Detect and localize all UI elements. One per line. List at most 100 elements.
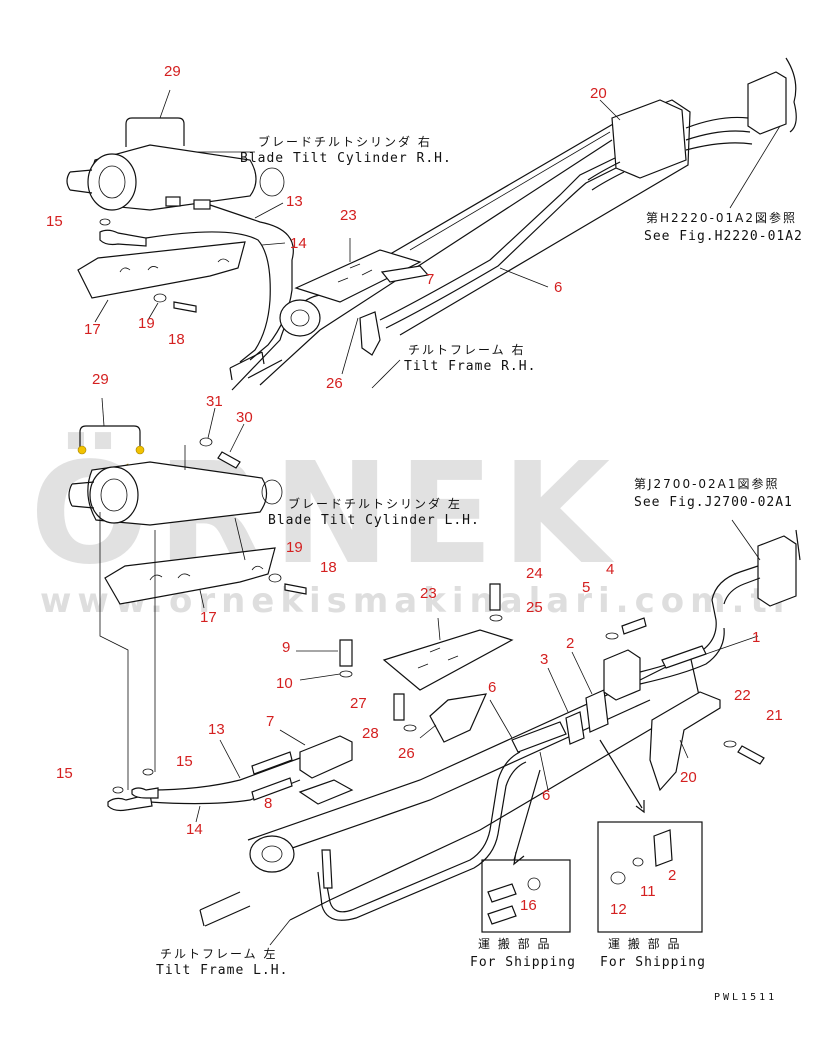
pipe-6a: [379, 157, 616, 321]
label-blade-tilt-lh-en: Blade Tilt Cylinder L.H.: [268, 513, 480, 528]
label-blade-tilt-rh-jp: ブレードチルトシリンダ 右: [258, 134, 432, 149]
washer-10: [339, 670, 353, 678]
lh-handle-foot-right: [135, 445, 145, 455]
leader-frame-rh: [371, 359, 401, 389]
rh-rod: [66, 169, 93, 194]
lh-pipe-fittings: [511, 721, 567, 753]
drawing-code: PWL1511: [714, 992, 777, 1003]
part-number-26b: 26: [398, 745, 415, 762]
part-number-9: 9: [282, 639, 290, 656]
part-number-20b: 20: [680, 769, 697, 786]
text-labels: ブレードチルトシリンダ 右 Blade Tilt Cylinder R.H. チ…: [156, 134, 803, 1003]
leader-lh-a: [99, 512, 129, 790]
part-number-15c: 15: [56, 765, 73, 782]
part-number-28: 28: [362, 725, 379, 742]
leader-2a: [571, 651, 593, 695]
rh-block-7: [380, 265, 430, 283]
leader-17b: [199, 589, 205, 609]
rh-cylinder-eye: [259, 167, 285, 197]
leader-13a: [254, 202, 284, 219]
washer-31: [199, 437, 213, 447]
lh-bracket-26: [429, 693, 487, 743]
part-number-29a: 29: [164, 63, 181, 80]
shipping-box-1: [481, 859, 571, 933]
lh-valve-fitting: [661, 645, 707, 669]
lh-cylinder-assembly: [68, 397, 307, 790]
rh-connector-block: [747, 71, 787, 135]
label-shipping-1-en: For Shipping: [470, 955, 576, 970]
part-number-19a: 19: [138, 315, 155, 332]
leader-26a: [341, 317, 359, 375]
lh-tilt-frame: [107, 519, 801, 946]
lh-cylinder-end: [89, 466, 139, 524]
leader-6c: [539, 751, 549, 791]
leader-31: [207, 407, 216, 439]
part-number-22: 22: [734, 687, 751, 704]
label-blade-tilt-rh-en: Blade Tilt Cylinder R.H.: [240, 151, 452, 166]
leader-1: [705, 635, 759, 655]
label-ref-h2220-en: See Fig.H2220-01A2: [644, 229, 803, 244]
rh-tilt-frame: [229, 57, 797, 391]
rh-valve-hoses: [587, 161, 625, 191]
hose-13b-fitting: [251, 751, 293, 775]
part-number-4: 4: [606, 561, 614, 578]
rh-valve-20: [611, 99, 687, 179]
label-ref-h2220-jp: 第H2220-01A2図参照: [646, 210, 797, 225]
leader-14b: [195, 805, 201, 823]
hose-14a: [145, 231, 271, 363]
label-tilt-frame-lh-en: Tilt Frame L.H.: [156, 963, 288, 978]
part-number-6b: 6: [488, 679, 496, 696]
bolt-9: [339, 639, 353, 667]
label-tilt-frame-rh-jp: チルトフレーム 右: [408, 342, 525, 357]
part-number-18a: 18: [168, 331, 185, 348]
part-number-7b: 7: [266, 713, 274, 730]
rh-plate-23-holes: [337, 263, 373, 283]
leader-19a: [147, 302, 159, 321]
leader-6b: [489, 699, 513, 739]
leader-14a: [261, 242, 286, 246]
part-number-1: 1: [752, 629, 760, 646]
bolt-24: [489, 583, 501, 611]
washer-19a: [153, 293, 167, 303]
part-number-3: 3: [540, 651, 548, 668]
lh-frame-outline: [247, 654, 701, 921]
washer-19b: [268, 573, 282, 583]
lh-lugs: [199, 891, 251, 927]
part-number-31: 31: [206, 393, 223, 410]
shipping-1-fitting-a: [487, 883, 517, 903]
part-number-29b: 29: [92, 371, 109, 388]
label-shipping-1-jp: 運 搬 部 品: [478, 936, 551, 951]
lh-connector-hoses: [711, 565, 761, 605]
leader-lh-c: [234, 517, 246, 561]
part-number-14a: 14: [290, 235, 307, 252]
lh-cylinder-eye: [261, 479, 283, 505]
lh-cylinder-bore: [100, 478, 128, 512]
shipping-2-cap: [610, 871, 626, 885]
pipe-6b-inner: [317, 761, 527, 921]
leader-29b: [101, 397, 105, 427]
lh-rod: [68, 481, 95, 509]
lh-hose-end-b: [131, 787, 159, 799]
leader-ref-h2220: [729, 125, 781, 209]
rh-cylinder-assembly: [66, 89, 294, 363]
lh-handle-foot-left: [77, 445, 87, 455]
label-blade-tilt-lh-jp: ブレードチルトシリンダ 左: [288, 496, 462, 511]
washer-22: [723, 740, 737, 748]
shipping-frame-2: [597, 821, 703, 933]
pipe-6b: [323, 751, 521, 913]
washer-28: [403, 724, 417, 732]
part-number-21: 21: [766, 707, 783, 724]
lh-pipe-fitting: [321, 849, 333, 889]
part-number-12: 12: [610, 901, 627, 918]
label-tilt-frame-lh-jp: チルトフレーム 左: [160, 946, 277, 961]
part-number-6a: 6: [554, 279, 562, 296]
lh-connector-block: [757, 535, 797, 607]
shipping-2-washer: [632, 857, 644, 867]
lh-plate-holes: [149, 565, 264, 581]
bolt-21: [737, 745, 765, 765]
label-tilt-frame-rh-en: Tilt Frame R.H.: [404, 359, 536, 374]
rh-hose-end: [99, 229, 147, 247]
rh-connector-hoses: [685, 116, 753, 151]
part-number-11: 11: [640, 883, 656, 900]
